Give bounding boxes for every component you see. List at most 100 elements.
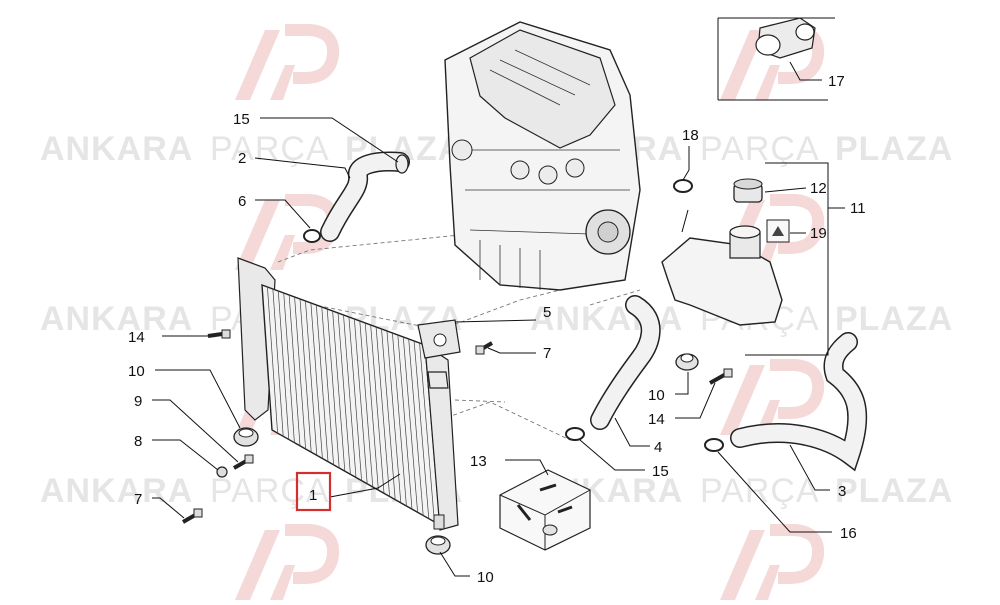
callout-14: 14 [128, 329, 145, 346]
inset-box [717, 17, 835, 101]
radiator-fin [315, 304, 329, 462]
callout-8: 8 [134, 433, 142, 450]
callout-10: 10 [128, 363, 145, 380]
radiator-fin [310, 302, 323, 459]
radiator-fin [283, 292, 295, 443]
radiator-fin [402, 336, 418, 513]
rubber-bush [425, 535, 451, 555]
hose-clamp [303, 229, 321, 243]
watermark-word: PLAZA [835, 472, 953, 510]
hose-upper [320, 151, 410, 242]
radiator-fin [364, 322, 379, 491]
radiator-fin [277, 290, 290, 440]
watermark-logo [720, 524, 825, 600]
tank-cap [733, 178, 763, 203]
highlight-box [295, 471, 332, 512]
callout-5: 5 [543, 304, 551, 321]
bolt [709, 368, 733, 385]
callout-14: 14 [648, 411, 665, 428]
assembly-dashed-lines [277, 234, 641, 441]
hose-clamp [565, 427, 585, 441]
watermark-word: PARÇA [700, 472, 820, 510]
rubber-mount [417, 319, 461, 359]
radiator-fin [348, 316, 362, 481]
callout-3: 3 [838, 483, 846, 500]
callout-16: 16 [840, 525, 857, 542]
radiator-fin [326, 308, 340, 469]
radiator-fin [321, 306, 334, 465]
radiator-fin [419, 342, 435, 522]
radiator-fin [294, 296, 306, 450]
watermark-word: PARÇA [210, 130, 330, 168]
callout-6: 6 [238, 193, 246, 210]
bolt [182, 508, 203, 524]
callout-4: 4 [654, 439, 662, 456]
watermark-word: PARÇA [700, 130, 820, 168]
radiator-fin [305, 300, 318, 456]
bolt [475, 341, 494, 355]
kit-box [499, 469, 591, 551]
callout-10: 10 [477, 569, 494, 586]
watermark-word: ANKARA [40, 130, 193, 168]
radiator-fin [386, 330, 402, 503]
watermark-logo [235, 524, 340, 600]
radiator-fins [267, 286, 435, 522]
bolt [233, 454, 254, 470]
bracket-11 [745, 162, 845, 356]
callout-18: 18 [682, 127, 699, 144]
callout-7: 7 [543, 345, 551, 362]
watermark-word: PLAZA [835, 130, 953, 168]
callout-labels: 15 2 6 14 10 9 8 7 1 5 7 18 12 11 19 10 … [128, 73, 866, 586]
nut [216, 466, 228, 478]
watermark-logo [235, 24, 340, 100]
watermark-logo [235, 194, 340, 270]
callout-7: 7 [134, 491, 142, 508]
watermark-word: PARÇA [210, 472, 330, 510]
radiator [237, 257, 459, 531]
radiator-fin [370, 324, 385, 494]
hose-right [730, 332, 868, 472]
watermark-word: ANKARA [40, 472, 193, 510]
radiator-fin [267, 286, 278, 434]
callout-12: 12 [810, 180, 827, 197]
callout-9: 9 [134, 393, 142, 410]
callout-2: 2 [238, 150, 246, 167]
callout-15: 15 [233, 111, 250, 128]
engine-block [444, 21, 641, 291]
leader-lines [152, 61, 832, 577]
watermark-word: ANKARA [40, 300, 193, 338]
callout-1: 1 [309, 487, 317, 504]
hose-clamp [673, 179, 693, 193]
radiator-fin [375, 326, 390, 497]
radiator-fin [337, 312, 351, 475]
radiator-fin [332, 310, 346, 472]
radiator-fin [392, 332, 407, 507]
radiator-fin [288, 294, 301, 446]
radiator-fin [413, 340, 430, 519]
rubber-bush [675, 353, 699, 371]
callout-19: 19 [810, 225, 827, 242]
radiator-fin [272, 288, 284, 437]
radiator-fin [359, 320, 374, 488]
warning-label [766, 219, 790, 243]
radiator-fin [408, 338, 424, 516]
rubber-bush [233, 427, 259, 447]
callout-17: 17 [828, 73, 845, 90]
hose-clip [755, 17, 816, 59]
expansion-tank [661, 225, 783, 326]
radiator-fin [397, 334, 413, 510]
callout-11: 11 [850, 200, 866, 217]
radiator-fin [343, 314, 357, 478]
watermark-word: PLAZA [835, 300, 953, 338]
callout-10: 10 [648, 387, 665, 404]
callout-13: 13 [470, 453, 487, 470]
radiator-fin [381, 328, 396, 500]
radiator-fin [299, 298, 312, 453]
hose-clamp [704, 438, 724, 452]
callout-15: 15 [652, 463, 669, 480]
hose-middle [590, 295, 661, 430]
bolt [207, 329, 231, 339]
radiator-fin [354, 318, 368, 484]
